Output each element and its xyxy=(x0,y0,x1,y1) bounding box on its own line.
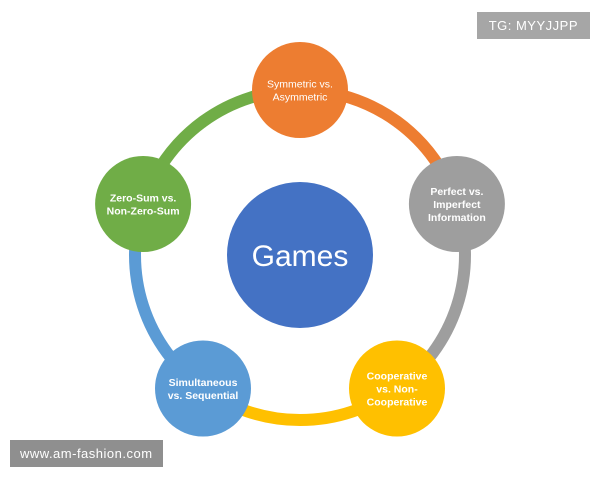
node-label-cooperative: vs. Non- xyxy=(376,384,418,396)
center-circle xyxy=(227,182,373,328)
node-label-cooperative: Cooperative xyxy=(367,397,428,409)
node-circle-cooperative xyxy=(349,340,445,437)
node-circle-simultaneous xyxy=(155,340,251,437)
node-label-simultaneous: Simultaneous xyxy=(169,377,238,389)
node-zerosum: Zero-Sum vs.Non-Zero-Sum xyxy=(95,156,192,252)
watermark-top-right: TG: MYYJJPP xyxy=(476,12,590,39)
node-label-perfect: Perfect vs. xyxy=(430,186,483,198)
node-symmetric: Symmetric vs.Asymmetric xyxy=(252,42,348,138)
center-label: Games xyxy=(252,240,349,273)
node-label-perfect: Imperfect xyxy=(433,199,481,211)
watermark-bottom-left: www.am-fashion.com xyxy=(10,440,163,467)
node-label-simultaneous: vs. Sequential xyxy=(168,390,239,402)
node-circle-perfect xyxy=(408,156,505,252)
node-label-symmetric: Asymmetric xyxy=(273,92,328,104)
node-label-symmetric: Symmetric vs. xyxy=(267,79,333,91)
node-label-zerosum: Zero-Sum vs. xyxy=(110,193,177,205)
node-label-cooperative: Cooperative xyxy=(367,371,428,383)
node-label-perfect: Information xyxy=(428,212,486,224)
node-circle-zerosum xyxy=(95,156,192,252)
node-label-zerosum: Non-Zero-Sum xyxy=(107,206,180,218)
node-circle-symmetric xyxy=(252,42,348,138)
center-node: Games xyxy=(227,182,373,328)
